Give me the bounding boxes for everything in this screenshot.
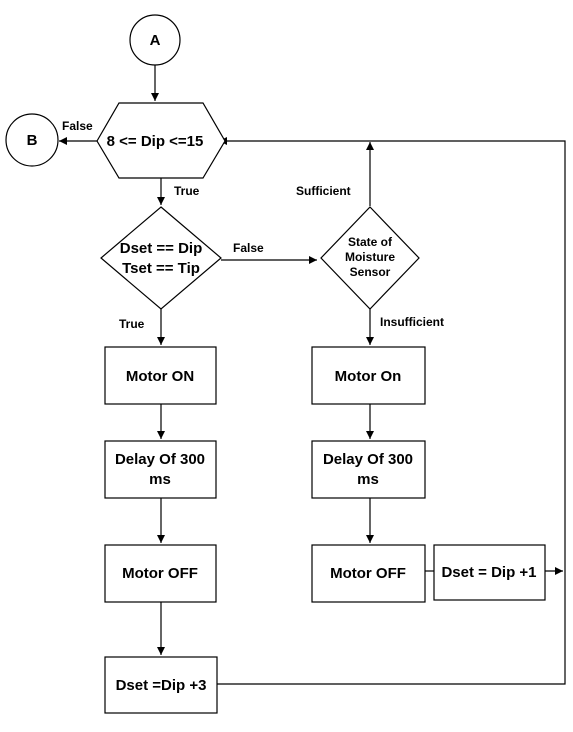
- connector-b-label: B: [27, 132, 38, 149]
- moisture-line-2: Moisture: [345, 250, 395, 264]
- delay-left-line-2: ms: [149, 471, 171, 488]
- motor-off-left-label: Motor OFF: [122, 565, 198, 582]
- edge-label-true-range: True: [174, 184, 200, 198]
- connector-a: A: [129, 14, 181, 66]
- motor-off-right-label: Motor OFF: [330, 565, 406, 582]
- connector-b: B: [5, 113, 59, 167]
- edge-label-true-set: True: [119, 317, 145, 331]
- set-check-diamond: Dset == Dip Tset == Tip: [100, 206, 222, 310]
- dset-plus1-label: Dset = Dip +1: [441, 564, 536, 581]
- delay-right-line-2: ms: [357, 471, 379, 488]
- set-check-line-1: Dset == Dip: [120, 240, 203, 257]
- range-check-hexagon: 8 <= Dip <=15: [96, 102, 226, 179]
- delay-left-box: Delay Of 300 ms: [104, 440, 217, 499]
- edge-label-insufficient: Insufficient: [380, 315, 444, 329]
- edge-label-false-set: False: [233, 241, 264, 255]
- range-check-label: 8 <= Dip <=15: [107, 133, 204, 150]
- edge-feedback-loop: [217, 137, 566, 685]
- edges: [59, 65, 566, 685]
- moisture-line-3: Sensor: [350, 265, 391, 279]
- edge-label-false-to-b: False: [62, 119, 93, 133]
- motor-off-left-box: Motor OFF: [104, 544, 217, 603]
- dset-plus3-box: Dset =Dip +3: [104, 656, 218, 714]
- delay-right-line-1: Delay Of 300: [323, 451, 413, 468]
- dset-plus1-box: Dset = Dip +1: [433, 544, 546, 601]
- connector-a-label: A: [150, 32, 161, 49]
- edge-label-sufficient: Sufficient: [296, 184, 351, 198]
- motor-on-right-box: Motor On: [311, 346, 426, 405]
- motor-on-left-box: Motor ON: [104, 346, 217, 405]
- delay-left-line-1: Delay Of 300: [115, 451, 205, 468]
- dset-plus3-label: Dset =Dip +3: [116, 677, 207, 694]
- moisture-diamond: State of Moisture Sensor: [320, 206, 420, 310]
- delay-right-box: Delay Of 300 ms: [311, 440, 426, 499]
- moisture-line-1: State of: [348, 235, 393, 249]
- motor-on-right-label: Motor On: [335, 368, 402, 385]
- motor-on-left-label: Motor ON: [126, 368, 194, 385]
- set-check-line-2: Tset == Tip: [122, 260, 200, 277]
- motor-off-right-box: Motor OFF: [311, 544, 426, 603]
